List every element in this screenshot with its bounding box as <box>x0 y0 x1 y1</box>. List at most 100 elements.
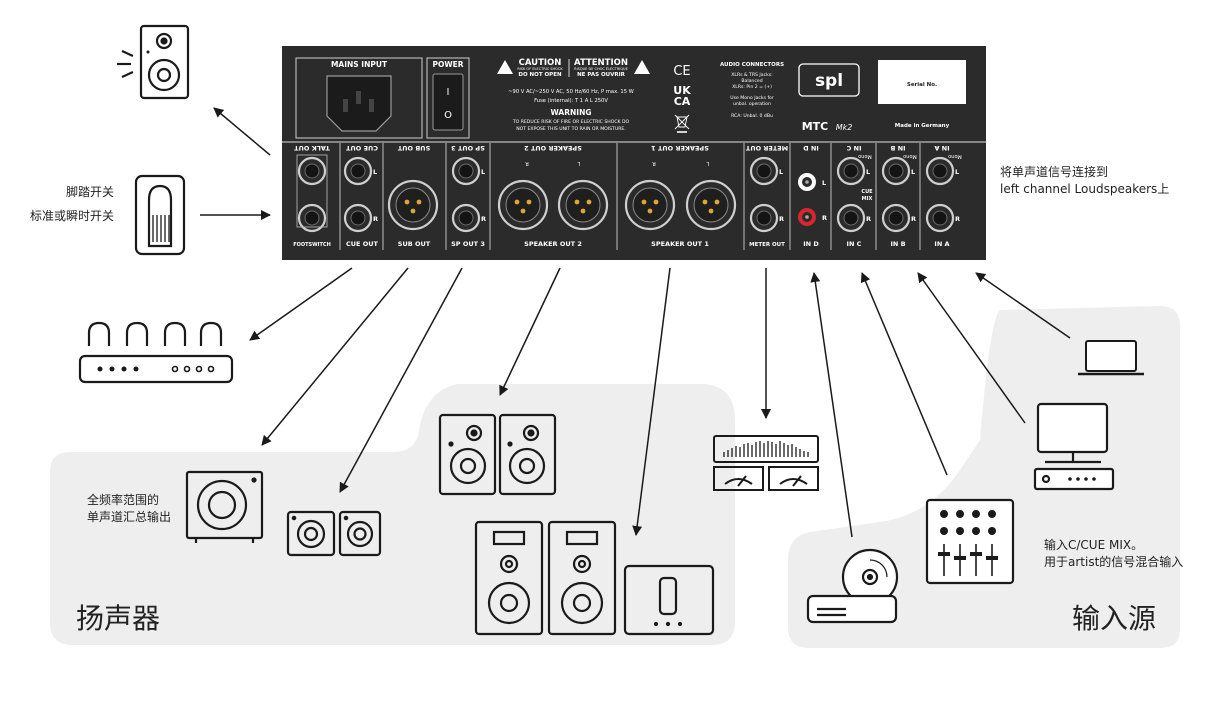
arrow-talk-out <box>213 107 271 156</box>
top-label-in-a: IN A <box>934 144 949 152</box>
bottom-label-sub-out: SUB OUT <box>398 240 431 248</box>
bottom-label-footswitch: FOOTSWITCH <box>293 242 331 248</box>
brand-logo: spl <box>815 71 843 91</box>
main-speakers-icon <box>474 520 715 636</box>
top-label-meter-out: METER OUT <box>745 144 788 152</box>
top-l-speaker-2: L <box>577 160 580 166</box>
top-label-cue-out: CUE OUT <box>345 144 378 152</box>
caution-label: CAUTION <box>519 58 562 68</box>
in-d-l-rca[interactable] <box>798 173 816 191</box>
mono-label-in-c: Mono <box>858 153 872 159</box>
talk-out-jack[interactable] <box>297 156 327 186</box>
bottom-label-in-c: IN C <box>847 240 862 248</box>
l-marker-in-b: L <box>911 168 915 176</box>
bottom-label-sp-out-3: SP OUT 3 <box>451 240 485 248</box>
weee-bin-icon <box>674 114 690 133</box>
l-marker-in-a: L <box>955 168 959 176</box>
power-switch[interactable] <box>432 73 464 131</box>
in-b-l-jack[interactable] <box>881 156 911 186</box>
audio-connectors-line4: Use Mono Jacks for <box>730 95 774 101</box>
fuse-text: Fuse (internal): T 1 A L 250V <box>534 98 608 104</box>
ukca-mark-bottom: CA <box>674 95 691 108</box>
model-name: MTC <box>802 120 829 133</box>
cue-mix-label-2: MIX <box>862 196 873 202</box>
top-label-speaker-out-2: SPEAKER OUT 2 <box>524 144 582 152</box>
turntable-icon <box>806 548 899 624</box>
meter-out-l-jack[interactable] <box>749 156 779 186</box>
bottom-label-meter-out: METER OUT <box>749 242 785 248</box>
in-d-r-rca[interactable] <box>798 208 816 226</box>
audio-connectors-line6: RCA: Unbal. 0 dBu <box>731 113 773 119</box>
sub-annotation-1: 全频率范围的 <box>87 493 160 507</box>
top-label-talk-out: TALK OUT <box>294 144 330 152</box>
caution-sub2: DO NOT OPEN <box>518 72 562 78</box>
arrow-cue-out <box>249 267 353 341</box>
power-o-mark: O <box>444 110 452 121</box>
top-label-in-c: IN C <box>846 144 861 152</box>
power-label: POWER <box>432 60 463 69</box>
speaker-out-2-r-xlr[interactable] <box>497 179 549 231</box>
warning-label: WARNING <box>550 108 591 117</box>
sp-out-3-r-jack[interactable] <box>451 203 481 233</box>
l-marker-in-d: L <box>822 179 826 187</box>
speaker-out-1-r-xlr[interactable] <box>624 179 676 231</box>
in-c-l-jack[interactable] <box>836 156 866 186</box>
audio-connectors-label: AUDIO CONNECTORS <box>720 62 784 68</box>
speakers-section-title: 扬声器 <box>76 602 161 635</box>
top-l-speaker-1: L <box>706 160 709 166</box>
speaker-out-2-l-xlr[interactable] <box>557 179 609 231</box>
cue-out-r-jack[interactable] <box>343 203 373 233</box>
cue-out-l-jack[interactable] <box>343 156 373 186</box>
brand-logo-box <box>798 63 860 97</box>
in-a-l-jack[interactable] <box>925 156 955 186</box>
arrow-sp-out-3 <box>339 267 463 493</box>
l-marker-cue: L <box>373 168 377 176</box>
meter-bridge-icon <box>713 435 819 491</box>
audio-connectors-line5: unbal. operation <box>733 101 771 107</box>
l-marker-meter: L <box>779 168 783 176</box>
warning-line2: NOT EXPOSE THIS UNIT TO RAIN OR MOISTURE… <box>516 126 626 132</box>
meter-out-r-jack[interactable] <box>749 203 779 233</box>
sp-out-3-l-jack[interactable] <box>451 156 481 186</box>
bottom-label-in-b: IN B <box>890 240 905 248</box>
mono-label-in-b: Mono <box>903 153 917 159</box>
ukca-mark-top: UK <box>673 84 691 97</box>
in-c-r-jack[interactable] <box>836 203 866 233</box>
in-b-r-jack[interactable] <box>881 203 911 233</box>
studio-monitors-icon <box>438 413 557 496</box>
footswitch-pedal-icon <box>134 174 186 256</box>
attention-sub1: RISQUE DE CHOC ÉLECTRIQUE <box>574 66 628 71</box>
top-r-speaker-1: R <box>652 160 656 166</box>
sub-out-xlr[interactable] <box>387 179 439 231</box>
bottom-label-cue-out: CUE OUT <box>346 240 379 248</box>
r-marker-in-c: R <box>866 215 871 223</box>
audio-connectors-line2: Balanced <box>741 78 762 84</box>
talkback-speaker-icon <box>117 24 190 100</box>
made-in-label: Made in Germany <box>895 123 950 129</box>
speaker-out-1-l-xlr[interactable] <box>685 179 737 231</box>
top-label-speaker-out-1: SPEAKER OUT 1 <box>651 144 709 152</box>
arrow-in-a <box>975 272 1071 339</box>
r-marker-in-b: R <box>911 215 916 223</box>
in-a-r-jack[interactable] <box>925 203 955 233</box>
audio-connectors-line3: XLRs: Pin 2 = (+) <box>732 84 772 90</box>
attention-sub2: NE PAS OUVRIR <box>577 72 626 78</box>
computer-icon <box>1033 402 1115 491</box>
bottom-label-speaker-out-1: SPEAKER OUT 1 <box>651 240 709 248</box>
sub-annotation-2: 单声道汇总输出 <box>87 510 172 524</box>
top-label-in-b: IN B <box>890 144 905 152</box>
footswitch-annotation-1: 脚踏开关 <box>65 185 114 199</box>
l-marker-in-c: L <box>866 168 870 176</box>
attention-label: ATTENTION <box>574 58 628 68</box>
cue-mix-label-1: CUE <box>861 189 873 195</box>
subwoofer-icon <box>185 470 264 543</box>
top-label-in-d: IN D <box>803 144 819 152</box>
caution-sub1: RISK OF ELECTRIC SHOCK <box>517 67 563 71</box>
in-a-annotation-1: 将单声道信号连接到 <box>1000 165 1109 179</box>
r-marker-in-a: R <box>955 215 960 223</box>
headphone-amp-icon <box>78 321 234 384</box>
arrows <box>200 107 1071 538</box>
mono-label-in-a: Mono <box>948 153 962 159</box>
in-a-annotation-2: left channel Loudspeakers上 <box>1000 182 1170 196</box>
bottom-label-in-d: IN D <box>803 240 819 248</box>
